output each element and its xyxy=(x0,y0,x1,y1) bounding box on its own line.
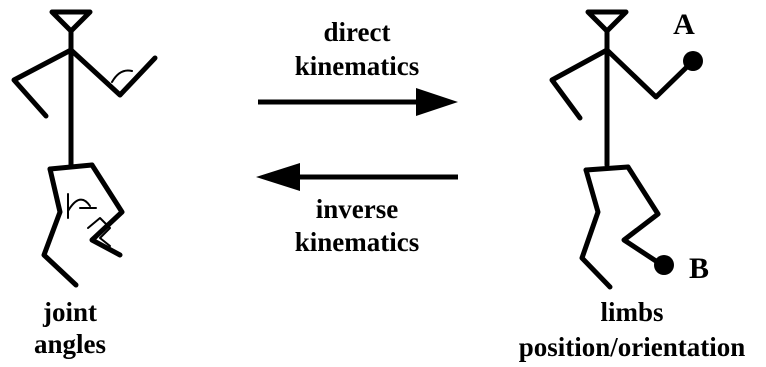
inverse-kinematics-label-line1: inverse xyxy=(316,194,398,224)
direct-kinematics-label-line2: kinematics xyxy=(295,51,420,81)
left-figure-right-leg xyxy=(89,162,125,258)
inverse-kinematics-label-line2: kinematics xyxy=(295,227,420,257)
right-figure-left-arm xyxy=(549,47,610,121)
direct-kinematics-label-line1: direct xyxy=(324,17,391,47)
left-figure-pelvis xyxy=(47,162,95,172)
right-figure-left-leg xyxy=(579,167,613,290)
direct-kinematics-group: direct kinematics xyxy=(258,17,458,116)
point-b-label: B xyxy=(689,252,709,285)
inverse-kinematics-group: inverse kinematics xyxy=(256,163,458,257)
left-figure-knee-joint-angle-mark xyxy=(87,217,111,247)
left-caption-line1: joint xyxy=(42,297,97,327)
end-effector-b-dot xyxy=(654,255,674,275)
right-caption-line1: limbs xyxy=(600,297,663,327)
end-effector-a-dot xyxy=(683,51,703,71)
left-figure-hip-joint-angle-mark xyxy=(67,193,97,219)
left-figure-elbow-angle-arc xyxy=(111,69,133,83)
right-figure-right-arm xyxy=(604,47,695,100)
left-figure-left-leg xyxy=(41,166,79,288)
right-figure-head xyxy=(585,9,629,34)
joint-angles-caption: joint angles xyxy=(34,297,106,359)
left-caption-line2: angles xyxy=(34,329,106,359)
left-figure-left-arm xyxy=(11,47,74,119)
direct-kinematics-arrow-head xyxy=(416,88,458,116)
right-caption-line2: position/orientation xyxy=(519,332,746,362)
left-stick-figure xyxy=(11,9,158,288)
point-a-label: A xyxy=(673,8,695,41)
left-figure-head xyxy=(49,9,93,34)
right-stick-figure xyxy=(549,9,703,290)
right-figure-pelvis xyxy=(583,164,631,173)
limbs-position-caption: limbs position/orientation xyxy=(519,297,746,362)
left-figure-right-arm xyxy=(68,47,158,98)
right-figure-right-leg xyxy=(621,164,665,268)
inverse-kinematics-arrow-head xyxy=(256,163,300,191)
